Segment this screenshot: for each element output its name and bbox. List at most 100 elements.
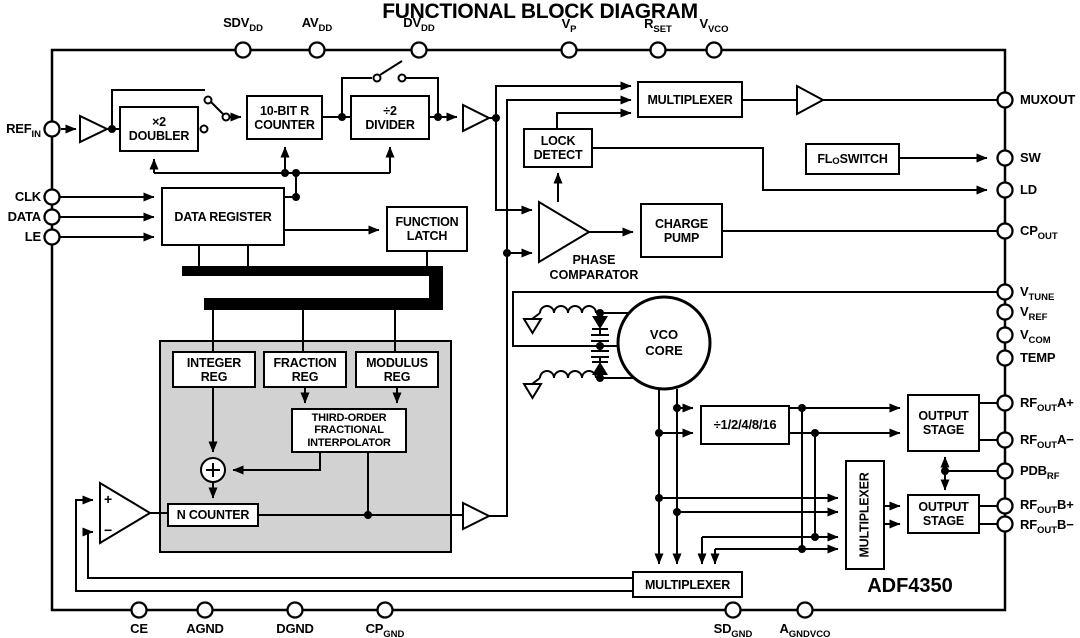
pin-cpout [996,222,1014,240]
comparator-plus-sign: + [104,491,113,507]
ncounter-buffer [462,501,492,531]
summer [200,457,226,483]
block-multiplexer-feedback: MULTIPLEXER [632,571,743,598]
chip-name: ADF4350 [867,575,953,597]
pin-le [43,228,61,246]
vco-core-label: VCO CORE [645,327,683,358]
pin-label-le: LE [24,229,41,244]
page-title: FUNCTIONAL BLOCK DIAGRAM [382,0,698,23]
pin-label-rfoutb-minus: RFOUTB− [1020,517,1074,536]
pin-clk [43,188,61,206]
pin-sdvdd [234,41,252,59]
ground-symbols [522,318,543,400]
block-integer-reg: INTEGER REG [172,351,256,388]
pin-avdd [308,41,326,59]
pin-label-data: DATA [7,209,42,224]
pin-label-vtune: VTUNE [1020,284,1055,303]
pin-label-vref: VREF [1020,304,1048,323]
pin-label-temp: TEMP [1020,350,1056,365]
pin-label-dgnd: DGND [276,621,314,636]
switch-contacts [199,73,407,134]
pin-ce [130,601,148,619]
pin-vvco [705,41,723,59]
pin-label-rset: RSET [644,16,672,35]
pin-vcom [996,326,1014,344]
block-r-counter: 10-BIT R COUNTER [246,95,323,140]
pin-label-clk: CLK [14,189,41,204]
block-n-counter: N COUNTER [167,503,259,527]
vco-tank-wires [512,291,998,385]
charge-pump-wires [589,227,998,237]
register-bus-wires [60,146,428,351]
pin-label-sw: SW [1020,150,1041,165]
pin-rfoutb-plus [996,497,1014,515]
block-function-latch: FUNCTION LATCH [386,206,468,252]
pin-pdbrf [996,462,1014,480]
pin-agnd [196,601,214,619]
pin-rfouta-plus [996,394,1014,412]
refin-buffer [79,114,110,144]
block-rf-r-divider: ÷2 DIVIDER [350,95,430,140]
pin-cpgnd [376,601,394,619]
pin-dgnd [286,601,304,619]
block-rf-output-divider: ÷1/2/4/8/16 [700,405,790,445]
pin-vp [560,41,578,59]
pin-label-vcom: VCOM [1020,327,1051,346]
pin-ld [996,181,1014,199]
muxout-buffer [796,84,826,116]
pin-label-refin: REFIN [6,121,41,140]
junction-dots [108,113,949,553]
pin-label-ce: CE [130,621,148,636]
lock-detect-wires [553,99,998,202]
pin-label-sdvdd: SDVDD [223,15,263,34]
block-data-register: DATA REGISTER [161,187,285,246]
pin-agndvco [796,601,814,619]
pin-label-vvco: VVCO [699,16,729,35]
feedback-path-wires [75,95,632,592]
pin-circles [43,41,1014,619]
block-output-stage-b: OUTPUT STAGE [907,494,980,534]
pin-label-cpgnd: CPGND [365,621,405,638]
pin-label-rfouta-minus: RFOUTA− [1020,432,1074,451]
block-multiplexer-rf: MULTIPLEXER [845,460,885,570]
sigma-delta-wires [208,388,402,499]
vco-core-circle [616,295,712,391]
pin-label-pdbrf: PDBRF [1020,463,1060,482]
pin-vref [996,303,1014,321]
pin-refin [43,120,61,138]
pin-muxout [996,91,1014,109]
pin-rset [649,41,667,59]
block-fraction-reg: FRACTION REG [263,351,347,388]
pin-sdgnd [724,601,742,619]
block-modulus-reg: MODULUS REG [355,351,439,388]
varactor-diodes [592,316,608,375]
pin-label-cpout: CPOUT [1020,223,1058,242]
pin-label-rfouta-plus: RFOUTA+ [1020,395,1074,414]
block-output-stage-a: OUTPUT STAGE [907,394,980,452]
data-bus-bars [182,266,443,310]
pin-temp [996,349,1014,367]
pin-label-avdd: AVDD [301,15,333,34]
block-doubler: ×2 DOUBLER [119,106,199,152]
pin-label-dvdd: DVDD [403,15,435,34]
block-lock-detect: LOCK DETECT [523,128,593,168]
pin-rfouta-minus [996,431,1014,449]
pin-vtune [996,283,1014,301]
block-charge-pump: CHARGE PUMP [640,203,723,258]
pin-label-ld: LD [1020,182,1037,197]
pin-data [43,208,61,226]
rf-input-comparator [99,481,152,545]
pin-sw [996,149,1014,167]
pin-label-vp: VP [561,16,577,35]
pin-label-muxout: MUXOUT [1020,92,1076,107]
ref-path-buffer [462,103,492,133]
block-multiplexer-top: MULTIPLEXER [637,81,743,118]
pin-label-sdgnd: SDGND [713,621,753,638]
pin-rfoutb-minus [996,515,1014,533]
buffer-triangles [79,84,826,545]
phase-comparator-label: PHASE COMPARATOR [549,253,639,282]
pin-dvdd [410,41,428,59]
